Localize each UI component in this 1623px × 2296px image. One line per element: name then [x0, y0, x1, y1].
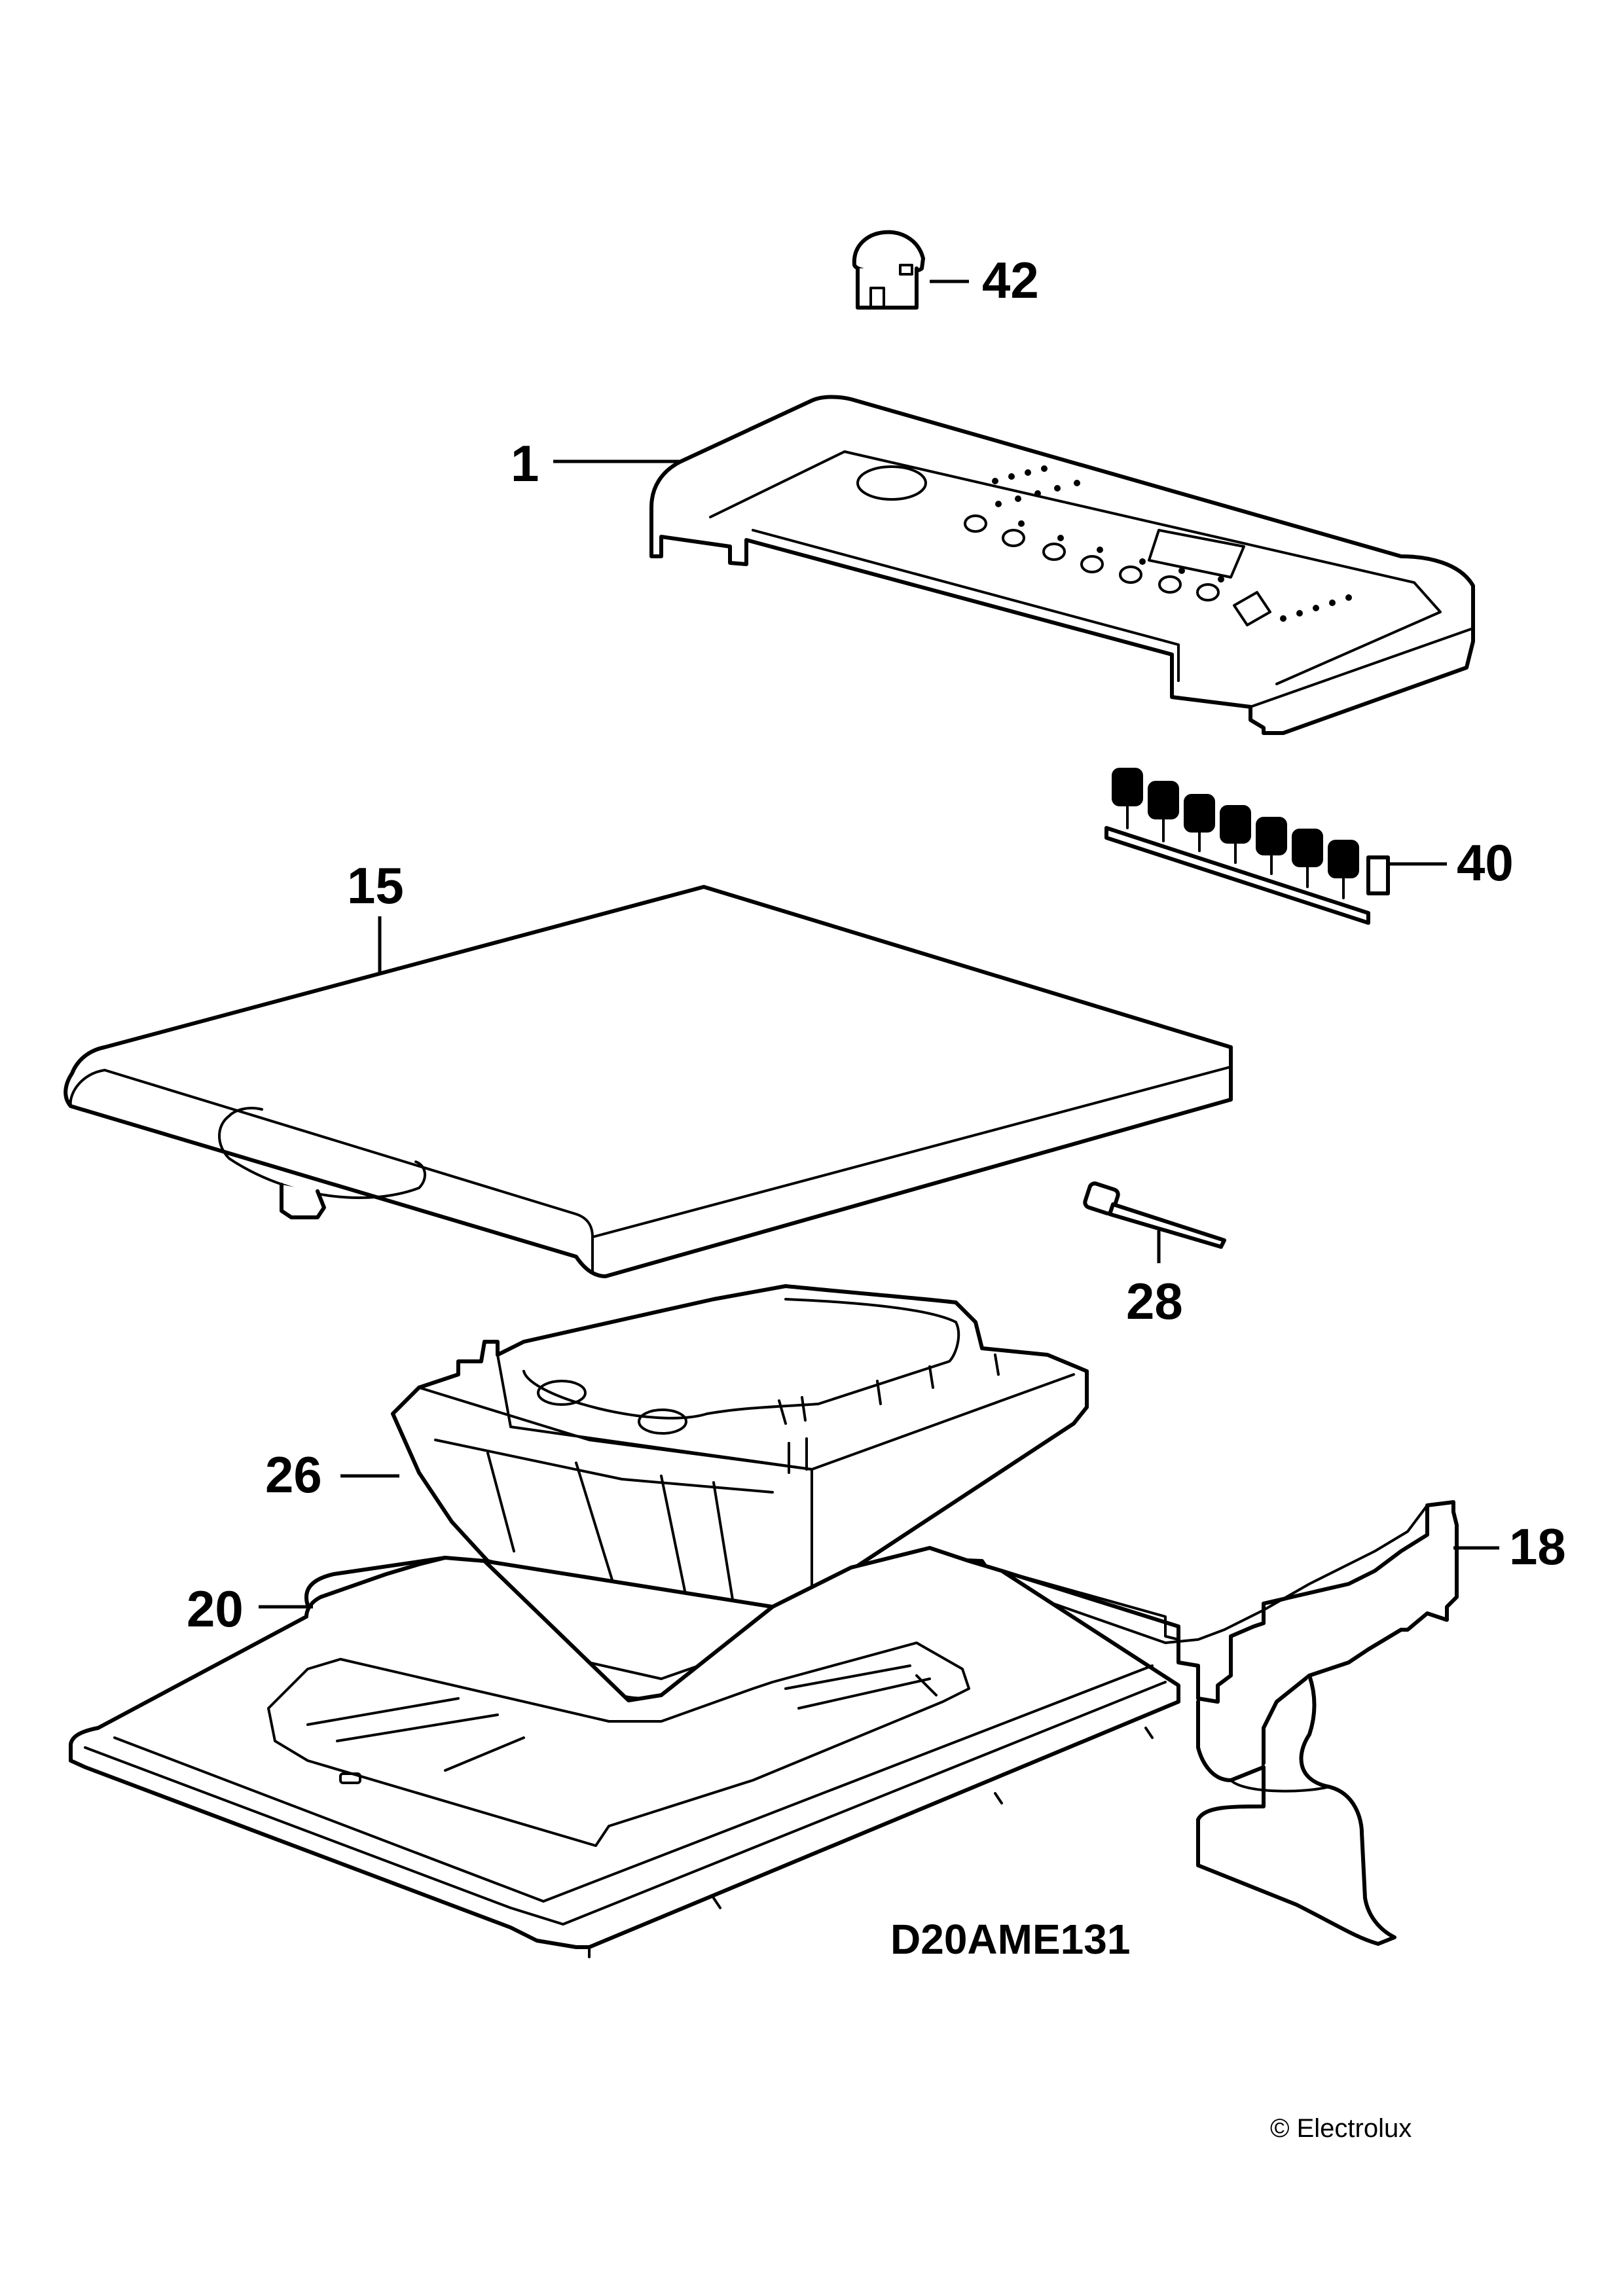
callout-15: 15: [347, 857, 404, 914]
part-28-pin: [1083, 1181, 1226, 1249]
part-15-lid: [64, 885, 1233, 1278]
callout-26: 26: [265, 1446, 322, 1503]
drawing-code: D20AME131: [890, 1916, 1130, 1963]
copyright-notice: © Electrolux: [1270, 2114, 1412, 2143]
part-26-dispenser: [391, 1284, 1089, 1609]
callout-18: 18: [1509, 1518, 1566, 1575]
callout-28: 28: [1126, 1272, 1183, 1330]
callout-1: 1: [511, 435, 539, 492]
leader-lines: [259, 279, 1499, 1609]
part-18-bracket: [1000, 1500, 1459, 1946]
part-40-button-strip: [1104, 768, 1390, 925]
callout-42: 42: [982, 251, 1039, 309]
panel-buttons: [964, 514, 1220, 601]
part-42-knob: [852, 230, 925, 310]
part-1-control-panel: [649, 395, 1475, 735]
panel-indicator-dots: [992, 465, 1352, 622]
callout-20: 20: [187, 1580, 244, 1638]
callout-40: 40: [1457, 834, 1514, 891]
base-frame: [69, 1546, 1180, 1958]
